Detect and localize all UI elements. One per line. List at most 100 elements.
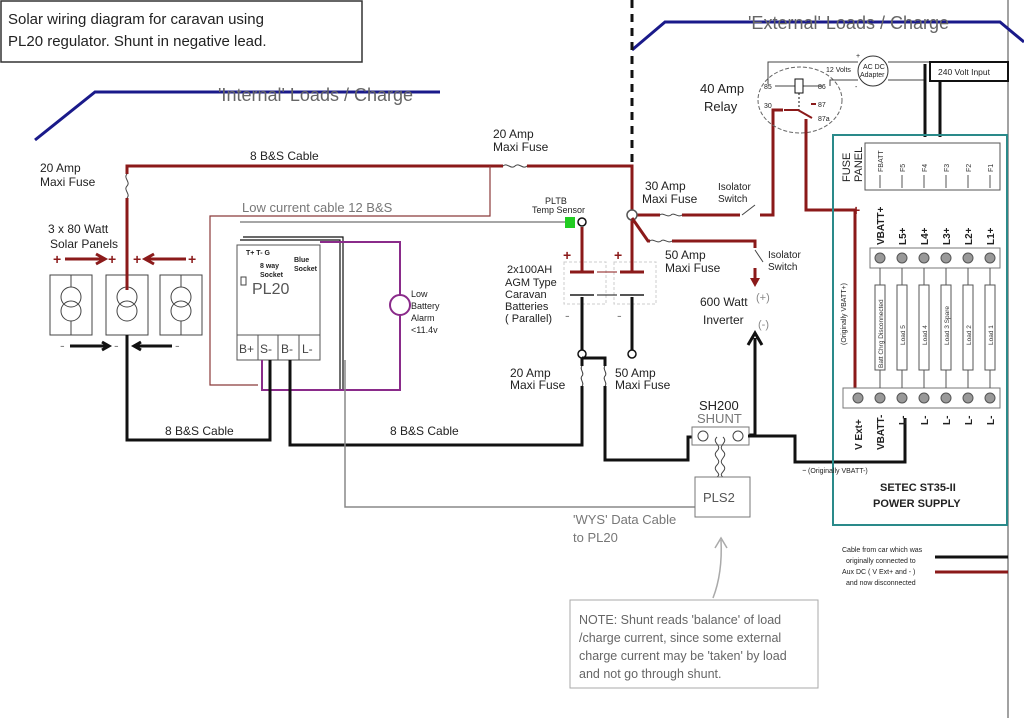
minus-sign: - xyxy=(617,307,622,323)
fuse-label: Maxi Fuse xyxy=(665,261,721,275)
terminal-screw xyxy=(874,252,886,264)
fuse-panel-label: FUSE xyxy=(841,153,853,182)
external-heading-line xyxy=(631,20,1024,52)
fuse-slot-label: F2 xyxy=(966,164,973,172)
relay-pin: 87a xyxy=(818,116,830,123)
alarm-label: Alarm xyxy=(411,313,435,323)
fuse-slot-label: F5 xyxy=(900,164,907,172)
terminal-label: L- xyxy=(898,416,909,425)
arrow-icon xyxy=(746,330,764,346)
legend-text: Cable from car which was xyxy=(842,547,923,554)
mains-input-label: 240 Volt Input xyxy=(938,67,991,77)
battery-label: ( Parallel) xyxy=(505,313,552,325)
vext-wire xyxy=(804,119,857,392)
relay-pin: 86 xyxy=(818,84,826,91)
adapter-volts: 12 Volts xyxy=(826,67,851,74)
fuse-slot-label: FBATT xyxy=(878,150,885,172)
terminal-label: L1+ xyxy=(986,227,997,245)
terminal-label: S- xyxy=(260,342,272,356)
fuse-panel xyxy=(864,142,1001,191)
pl20-label: PL20 xyxy=(252,281,289,298)
fuse-slot-label: F4 xyxy=(922,164,929,172)
alarm-label: <11.4v xyxy=(411,325,438,335)
load-label: Batt Chrg Disconnected xyxy=(878,299,885,368)
plus-sign: + xyxy=(108,251,116,267)
legend-text: originally connected to xyxy=(846,558,916,565)
ac-dc-adapter xyxy=(857,55,889,87)
terminal-label: V Ext+ xyxy=(854,419,865,450)
terminal-label: VBATT+ xyxy=(876,206,887,245)
internal-heading: 'Internal' Loads / Charge xyxy=(218,85,413,105)
cable-label: Low current cable 12 B&S xyxy=(242,200,393,215)
minus-sign: - xyxy=(175,337,180,353)
terminal-label: L3+ xyxy=(942,227,953,245)
load-label: Load 1 xyxy=(988,325,995,345)
cable-label: 8 B&S Cable xyxy=(165,424,234,438)
battery-label: Batteries xyxy=(505,301,549,313)
inverter-label: 600 Watt xyxy=(700,295,748,309)
pls2 xyxy=(694,476,751,518)
terminal-label: L5+ xyxy=(898,227,909,245)
original-vbatt-note: (Originally VBATT-) xyxy=(808,468,868,475)
internal-heading-line xyxy=(34,90,440,142)
negative-cable xyxy=(582,356,692,462)
inverter-label: Inverter xyxy=(703,313,744,327)
terminal-screw xyxy=(896,392,908,404)
plus-sign: + xyxy=(188,251,196,267)
terminal-screw xyxy=(852,392,864,404)
low-current-cable xyxy=(209,166,491,386)
pl20-regulator xyxy=(236,244,321,336)
switch-label: Switch xyxy=(718,194,747,205)
fuse-label: Maxi Fuse xyxy=(615,378,671,392)
terminal-screw xyxy=(896,252,908,264)
fuse-label: 20 Amp xyxy=(510,366,551,380)
load-block xyxy=(962,284,974,371)
data-cable-label: 'WYS' Data Cable xyxy=(573,512,676,527)
fuse-panel-label: PANEL xyxy=(853,147,865,182)
solar-panels-label: 3 x 80 Watt xyxy=(48,222,109,236)
temp-sensor xyxy=(565,217,575,228)
data-cable xyxy=(344,360,695,508)
negative-cable xyxy=(748,418,907,464)
setec-power-supply xyxy=(832,134,1008,526)
terminal-label: L4+ xyxy=(920,227,931,245)
negative-cable xyxy=(288,352,584,447)
positive-cable xyxy=(125,164,634,290)
sensor-label: Temp Sensor xyxy=(532,205,585,215)
note-text: /charge current, since some external xyxy=(579,631,781,645)
relay xyxy=(757,66,843,134)
socket-label: 8 way xyxy=(260,263,279,270)
original-vbatt-note: (Originally VBATT+) xyxy=(841,283,848,345)
pls2-label: PLS2 xyxy=(703,490,735,505)
alarm-label: Battery xyxy=(411,301,440,311)
note-box xyxy=(569,599,819,689)
fuse-icon xyxy=(578,365,586,387)
terminal-screw xyxy=(874,392,886,404)
shunt-label: SH200 xyxy=(699,398,739,413)
fuse-icon xyxy=(122,173,132,199)
pl20-terminals: B+ S- B- L- xyxy=(236,334,321,361)
title-line2: PL20 regulator. Shunt in negative lead. xyxy=(8,33,267,50)
isolator-switch xyxy=(754,249,764,263)
plus-sign: + xyxy=(53,251,61,267)
relay-pin: 87 xyxy=(818,102,826,109)
alarm-label: Low xyxy=(411,289,428,299)
relay-label: Relay xyxy=(704,99,738,114)
plus-sign: + xyxy=(856,53,860,60)
alarm-wire xyxy=(320,241,401,295)
load-block xyxy=(874,284,886,371)
minus-sign: - xyxy=(855,84,858,91)
arrow-icon xyxy=(750,278,760,287)
inverter-minus: (-) xyxy=(758,319,769,331)
solar-fuse-label: Maxi Fuse xyxy=(40,175,96,189)
terminal-label: L- xyxy=(942,416,953,425)
relay-pin: 85 xyxy=(764,84,772,91)
fuse-label: Maxi Fuse xyxy=(510,378,566,392)
legend-text: and now disconnected xyxy=(846,580,916,587)
load-label: Load 2 xyxy=(966,325,973,345)
fuse-slot-label: F1 xyxy=(988,164,995,172)
socket-label: Socket xyxy=(260,272,284,279)
alarm-icon xyxy=(389,294,411,316)
